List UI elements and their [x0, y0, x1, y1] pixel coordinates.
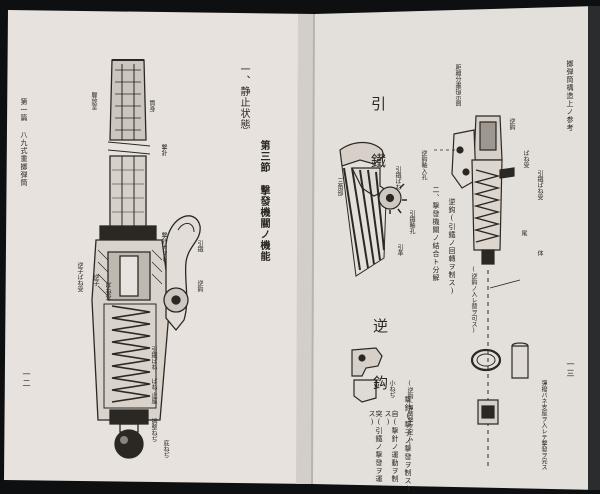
- label-pin: ばね: [150, 378, 157, 390]
- title-trigger: 引 鐵: [369, 96, 387, 180]
- label-stem: 引革: [396, 244, 403, 256]
- label-notch: 尾: [520, 230, 527, 236]
- label-gas-chamber: 驟放室: [90, 92, 97, 110]
- label-guide: ばね受: [104, 282, 111, 300]
- title-counter-hook: 逆 鈎: [371, 318, 389, 402]
- label-guide-hole: 逆鈎軸入孔: [420, 150, 427, 180]
- left-page-number: 一二: [22, 370, 31, 388]
- label-ratchet: 逆鈎: [196, 280, 203, 292]
- label-adjust-screw: 調整ねぢ: [150, 418, 157, 442]
- label-trigger: 逆子: [92, 274, 99, 286]
- label-base: 止座: [150, 392, 157, 404]
- label-spring-seat: 引鐵ばね受: [536, 170, 543, 200]
- left-margin-chapter: 第一篇 八九式重擲弾筒: [20, 98, 28, 187]
- label-lever-spring: 引鐵ばね: [150, 346, 157, 370]
- note-3: 逆鈎(引鐵ノ回轉ヲ制ス): [448, 198, 456, 296]
- note-2: 撃針(撃子ノ撃發ヲ制ス): [404, 396, 412, 494]
- right-page-number: 一三: [566, 360, 575, 378]
- label-trigger-spring-seat: 逆子ばね受: [76, 262, 83, 292]
- note-1: 二、撃發機關ノ結合ト分解: [432, 186, 440, 282]
- label-hook-small: 小ねぢ: [388, 380, 395, 398]
- note-5: 突(引鐵ノ撃發ヲ運ス): [368, 410, 383, 483]
- counter-hook-drawing: [351, 347, 383, 403]
- label-notch-body: 体: [536, 250, 543, 256]
- label-hook-note-a: (逆鈎ト彈簧撃ヲ定ム): [406, 380, 413, 448]
- label-bottom-note: 彈撥バネ支座ヲ入レテ撃發ヲ完ス: [540, 380, 547, 470]
- label-lever: 引鐵: [196, 240, 203, 252]
- label-range-scale: 距離分畫指示圏: [454, 64, 461, 106]
- label-handle-cap: 撃針ナット: [160, 232, 167, 262]
- section-one: 一、静止状態: [238, 64, 249, 130]
- label-hook-note-b: (逆鈎ノ入レ替ヲ可ス): [470, 266, 477, 334]
- label-spring: 引鐵ばね: [394, 166, 401, 190]
- section-heading: 第三節 撃發機關ノ機能: [258, 140, 269, 262]
- label-counter-hook: 逆鈎: [508, 118, 515, 130]
- label-collar: 引鐵軸孔: [408, 210, 415, 234]
- right-margin-title: 擲弾筒構造上ノ参考: [566, 60, 574, 132]
- assembly-drawing: [434, 115, 529, 470]
- label-triangle: 三角部: [336, 178, 343, 196]
- label-bottom: 底ねぢ: [162, 440, 169, 458]
- label-tube: 筒身: [148, 100, 155, 112]
- trigger-drawing: [339, 141, 407, 277]
- label-barrel: 撃針: [160, 144, 167, 156]
- note-4: 自(撃針ノ運動ヲ制ス): [384, 410, 399, 483]
- firing-mechanism-section: [91, 59, 201, 459]
- label-spring-lower: ばね受: [522, 150, 529, 168]
